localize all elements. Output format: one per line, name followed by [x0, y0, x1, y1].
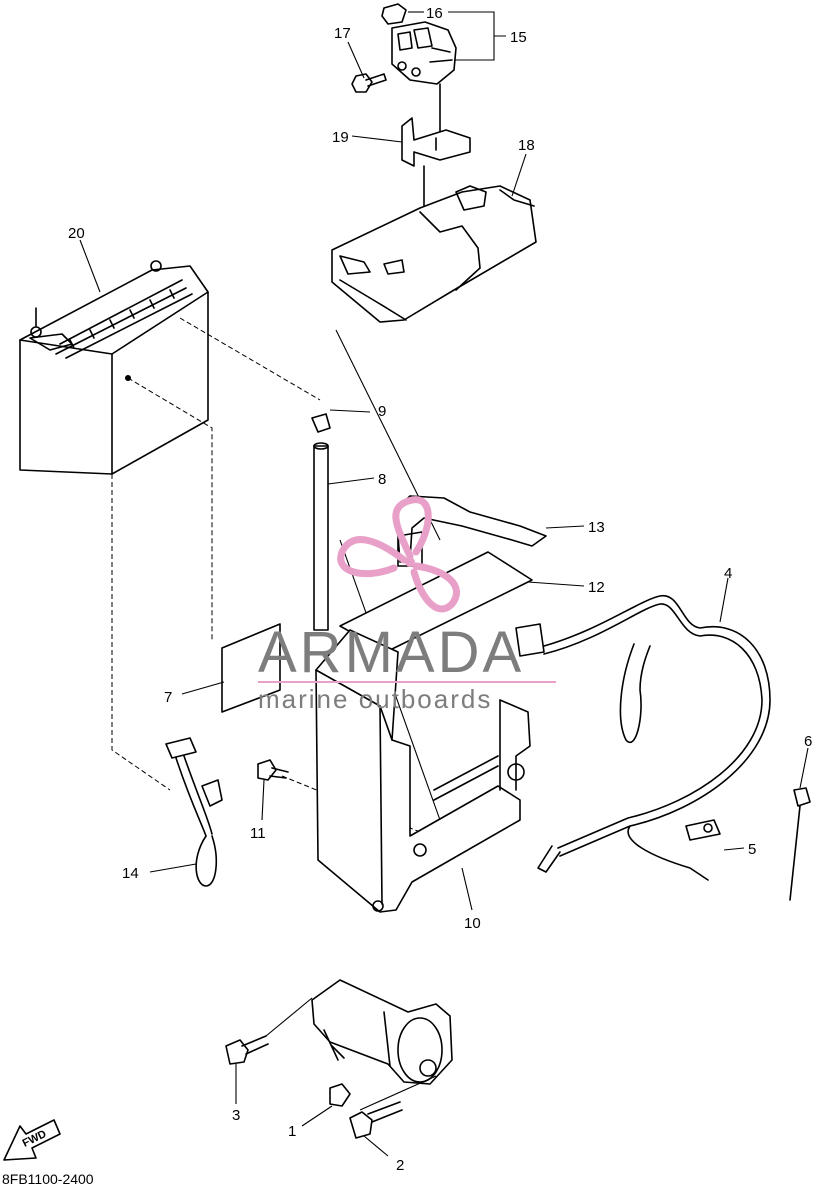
starter-motor: [311, 979, 453, 1085]
callout-10: 10: [464, 915, 481, 932]
callout-8: 8: [378, 471, 386, 488]
callout-17: 17: [334, 25, 351, 42]
battery-band: [395, 495, 547, 567]
vent-pipe: [313, 442, 329, 631]
callout-9: 9: [378, 403, 386, 420]
callout-3: 3: [232, 1107, 240, 1124]
callout-6: 6: [804, 733, 812, 750]
motor-bolt-2: [349, 1101, 403, 1139]
cable-tie: [789, 787, 811, 901]
battery: [19, 260, 209, 475]
battery-box: [331, 185, 537, 323]
fwd-arrow-icon: FWD: [3, 1119, 61, 1161]
battery-cable: [515, 595, 771, 881]
positive-lead: [165, 737, 223, 887]
armada-logo-icon: [337, 496, 461, 613]
pipe-cap: [311, 413, 331, 433]
callout-4: 4: [724, 565, 732, 582]
callout-14: 14: [122, 865, 139, 882]
cover-plate: [221, 623, 281, 713]
callout-labels: 16 15 17 18 19 20 9 8 13 12 4 7 6 11 5 1…: [68, 5, 812, 1174]
diagram-code: 8FB1100-2400: [2, 1171, 94, 1187]
watermark: ARMADA marine outboards: [258, 496, 556, 714]
relay-cap: [381, 3, 407, 25]
callout-18: 18: [518, 137, 535, 154]
callout-20: 20: [68, 225, 85, 242]
callout-2: 2: [396, 1157, 404, 1174]
callout-11: 11: [250, 825, 266, 842]
relay-bracket: [401, 117, 471, 167]
starter-relay: [391, 21, 457, 133]
callout-7: 7: [164, 689, 172, 706]
motor-bolt-3: [225, 1035, 269, 1065]
cable-clamp: [685, 819, 721, 841]
leader-lines: [79, 11, 809, 1157]
callout-5: 5: [748, 841, 756, 858]
nut: [329, 1083, 351, 1107]
callout-12: 12: [588, 579, 605, 596]
watermark-subtitle: marine outboards: [258, 684, 492, 714]
callout-1: 1: [288, 1123, 296, 1140]
callout-16: 16: [426, 5, 443, 22]
battery-holder: [315, 629, 531, 913]
watermark-title: ARMADA: [258, 620, 524, 685]
callout-13: 13: [588, 519, 605, 536]
callout-19: 19: [332, 129, 349, 146]
holder-screw: [257, 759, 289, 781]
callout-15: 15: [510, 29, 527, 46]
relay-bolt: [351, 73, 387, 93]
